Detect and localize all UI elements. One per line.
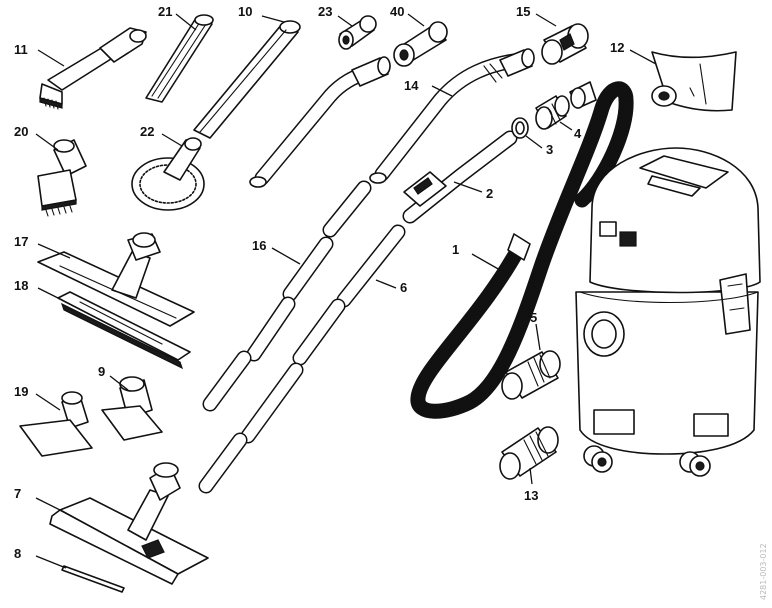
label-23: 23 [318, 4, 332, 19]
part-22-dusting-brush [131, 137, 205, 211]
leader-40 [407, 13, 425, 27]
label-8: 8 [14, 546, 21, 561]
part-15-swivel-coupling [541, 23, 589, 65]
label-15: 15 [516, 4, 530, 19]
leader-6 [375, 279, 397, 289]
part-8-strip [61, 565, 125, 593]
part-6-extension-tubes [198, 224, 406, 494]
label-13: 13 [524, 488, 538, 503]
leader-10 [261, 15, 285, 23]
part-18-squeegee-insert [57, 291, 191, 370]
label-14: 14 [404, 78, 419, 93]
part-11-upholstery-brush [39, 27, 147, 110]
leader-3 [525, 135, 543, 149]
part-9-floor-nozzle [101, 376, 163, 441]
part-10-crevice-tool [193, 20, 301, 139]
label-19: 19 [14, 384, 28, 399]
curved-handle-tube [249, 56, 391, 188]
label-6: 6 [400, 280, 407, 295]
part-20-upholstery-nozzle [37, 139, 87, 217]
part-19-small-nozzle [19, 391, 93, 457]
label-18: 18 [14, 278, 28, 293]
leader-2 [453, 181, 483, 193]
leader-5 [535, 323, 541, 351]
label-12: 12 [610, 40, 624, 55]
leader-7 [35, 497, 65, 513]
leader-15 [535, 13, 557, 27]
leader-4 [559, 121, 573, 131]
label-4: 4 [574, 126, 582, 141]
vacuum-cleaner-body [575, 147, 761, 477]
leader-23 [337, 15, 353, 27]
label-9: 9 [98, 364, 105, 379]
part-12-deflector [651, 51, 737, 112]
label-20: 20 [14, 124, 28, 139]
leader-20 [35, 133, 59, 151]
leader-17 [37, 243, 71, 259]
leader-8 [35, 555, 67, 569]
leader-21 [175, 13, 197, 31]
part-17-floor-nozzle [37, 232, 195, 327]
part-1-suction-hose [410, 81, 634, 419]
label-3: 3 [546, 142, 553, 157]
leader-16 [271, 247, 301, 265]
leader-18 [37, 287, 63, 301]
leader-22 [161, 133, 183, 147]
leader-9 [109, 375, 129, 391]
label-5: 5 [530, 310, 537, 325]
leader-14 [431, 85, 453, 97]
part-23-reducer [338, 15, 377, 50]
part-21-crevice-nozzle [145, 14, 214, 103]
label-17: 17 [14, 234, 28, 249]
label-11: 11 [14, 42, 28, 57]
part-5-connector [501, 350, 561, 400]
part-16-extension-tubes [202, 180, 372, 412]
part-4-hose-coupling [535, 95, 570, 130]
label-10: 10 [238, 4, 252, 19]
label-21: 21 [158, 4, 172, 19]
label-2: 2 [486, 186, 493, 201]
part-2-handle [402, 130, 518, 224]
part-13-connector [499, 426, 559, 480]
part-7-combination-nozzle [49, 462, 209, 585]
leader-19 [35, 393, 61, 411]
label-1: 1 [452, 242, 459, 257]
label-22: 22 [140, 124, 154, 139]
part-40-adapter [393, 21, 448, 67]
label-7: 7 [14, 486, 21, 501]
leader-1 [471, 253, 501, 271]
leader-11 [37, 49, 65, 67]
leader-13 [529, 467, 533, 485]
label-16: 16 [252, 238, 266, 253]
part-3-ring [511, 117, 529, 139]
watermark-code: 4281-003-012 [759, 543, 768, 600]
leader-12 [629, 49, 657, 65]
label-40: 40 [390, 4, 404, 19]
part-14-curved-tube [369, 48, 535, 184]
